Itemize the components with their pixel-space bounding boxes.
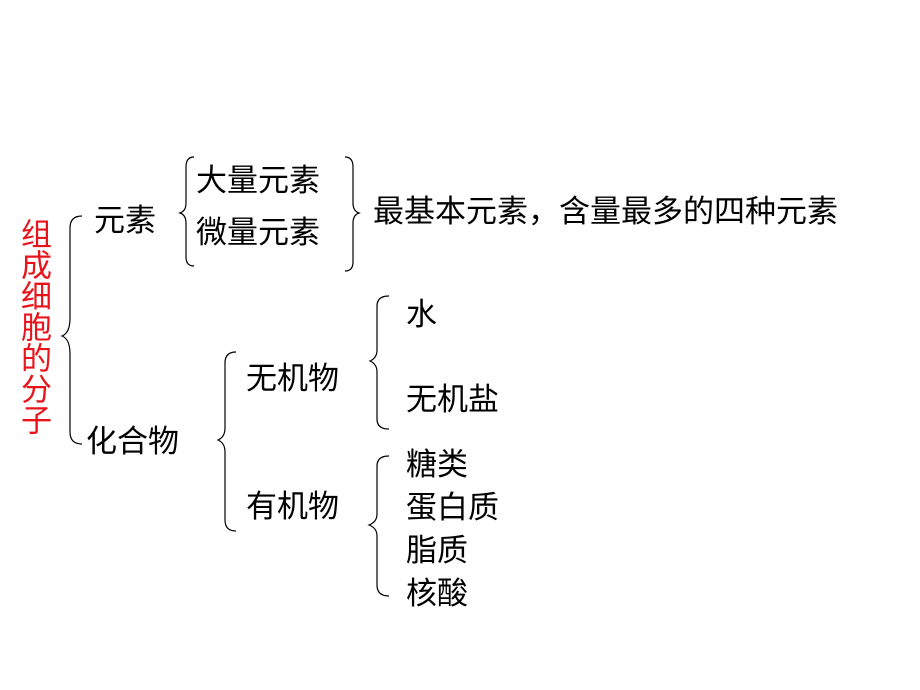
inorganic-label: 无机物 bbox=[246, 361, 339, 397]
organic-item-sugars: 糖类 bbox=[406, 447, 468, 483]
organic-item-proteins: 蛋白质 bbox=[406, 490, 499, 526]
elements-left-brace bbox=[178, 156, 195, 267]
compounds-brace bbox=[216, 351, 237, 532]
organic-item-nucleic-acids: 核酸 bbox=[406, 576, 468, 612]
diagram-title: 组成细胞的分子 bbox=[15, 218, 51, 435]
inorganic-item-water: 水 bbox=[406, 297, 437, 333]
compounds-label: 化合物 bbox=[86, 424, 179, 460]
trace-elements-label: 微量元素 bbox=[196, 215, 320, 251]
inorganic-item-salts: 无机盐 bbox=[406, 382, 499, 418]
inorganic-brace bbox=[368, 295, 390, 430]
elements-right-brace bbox=[344, 156, 361, 272]
organic-brace bbox=[367, 455, 390, 597]
organic-label: 有机物 bbox=[246, 489, 339, 525]
organic-item-lipids: 脂质 bbox=[406, 533, 468, 569]
elements-note: 最基本元素，含量最多的四种元素 bbox=[373, 194, 838, 230]
main-brace bbox=[60, 215, 83, 445]
elements-label: 元素 bbox=[94, 203, 156, 239]
major-elements-label: 大量元素 bbox=[196, 163, 320, 199]
